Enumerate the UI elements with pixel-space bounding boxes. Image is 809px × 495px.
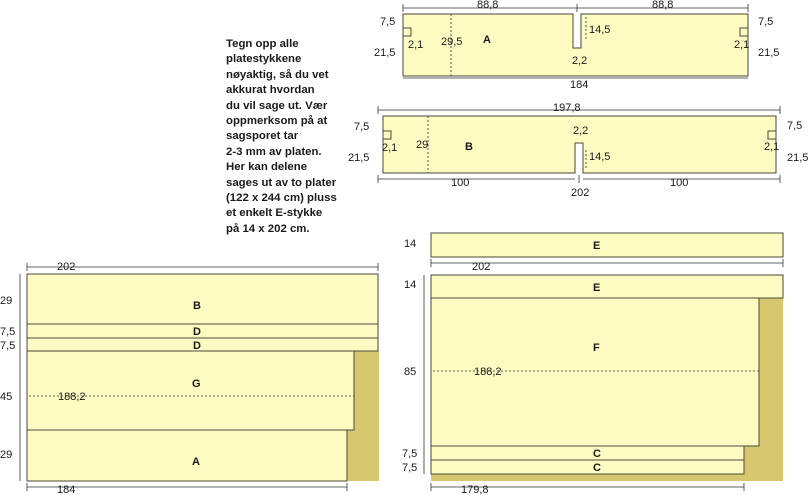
part-b-notch-left <box>382 130 392 140</box>
part-a-width-left: 88,8 <box>477 0 498 11</box>
sheet-1-label-g: G <box>192 378 201 390</box>
extra-strip-label: E <box>593 240 600 252</box>
sheet-2: E F C C 14 85 7,5 7,5 188,2 179,8 <box>402 274 784 495</box>
part-a-notch-right <box>739 27 749 37</box>
sheet-1-height-a: 29 <box>0 449 12 461</box>
part-b-bottom-total: 202 <box>571 187 589 199</box>
part-b-total-width: 197,8 <box>553 102 581 114</box>
extra-strip-height: 14 <box>404 238 416 250</box>
part-a-notch-left <box>402 27 412 37</box>
sheet-2-label-c1: C <box>593 448 601 460</box>
part-b-height-bottom-left: 21,5 <box>348 152 369 164</box>
extra-strip-width: 202 <box>472 261 490 273</box>
part-b-height-bottom-right: 21,5 <box>787 152 808 164</box>
part-a-height-top-left: 7,5 <box>380 16 395 28</box>
part-b-bottom-left: 100 <box>451 177 469 189</box>
sheet-2-width-bottom: 179,8 <box>461 484 489 495</box>
sheet-2-label-e: E <box>593 282 600 294</box>
part-b-height-top-left: 7,5 <box>354 121 369 133</box>
sheet-1-label-b: B <box>193 300 201 312</box>
sheet-1-piece-d2 <box>26 337 379 352</box>
part-a-height-bottom-right: 21,5 <box>758 47 779 59</box>
sheet-1-label-a: A <box>192 456 200 468</box>
part-a-drawing: 88,8 88,8 A 29,5 2,1 2,1 14,5 2,2 7,5 21… <box>374 0 779 91</box>
part-b-slot-width: 2,2 <box>573 125 588 137</box>
instruction-text: Tegn opp alle platestykkene nøyaktig, så… <box>226 38 337 235</box>
sheet-2-label-c2: C <box>593 462 601 474</box>
sheet-2-height-c1: 7,5 <box>402 448 417 460</box>
sheet-1-piece-a <box>26 429 348 482</box>
part-a-width-right: 88,8 <box>652 0 673 11</box>
sheet-1-label-d1: D <box>193 326 201 338</box>
part-a-notch-right-label: 2,1 <box>734 39 749 51</box>
part-b-notch-left-label: 2,1 <box>382 142 397 154</box>
part-b-label: B <box>465 141 473 153</box>
part-a-label: A <box>483 34 491 46</box>
sheet-1-width-top: 202 <box>57 261 75 273</box>
part-b-drawing: 197,8 B 29 2,1 2,1 2,2 14,5 7,5 21,5 7,5… <box>348 102 808 199</box>
part-a-plate <box>402 13 749 77</box>
part-a-slot-width: 2,2 <box>572 55 587 67</box>
sheet-2-piece-c1 <box>430 445 745 461</box>
part-a-total-width: 184 <box>570 79 588 91</box>
sheet-2-piece-e <box>430 274 784 299</box>
sheet-1: 202 B D D G A 29 7,5 7,5 45 29 188,2 184 <box>0 261 379 495</box>
sheet-1-height-d2: 7,5 <box>0 340 15 352</box>
part-b-bottom-right: 100 <box>670 177 688 189</box>
part-b-height-top-right: 7,5 <box>787 120 802 132</box>
sheet-2-piece-f <box>430 297 760 447</box>
sheet-2-f-width: 188,2 <box>474 366 502 378</box>
sheet-1-height-d1: 7,5 <box>0 326 15 338</box>
extra-strip-plate <box>430 232 784 258</box>
sheet-1-g-width: 188,2 <box>58 391 86 403</box>
sheet-1-width-bottom: 184 <box>57 484 75 495</box>
sheet-1-height-b: 29 <box>0 295 12 307</box>
part-a-height-top-right: 7,5 <box>758 16 773 28</box>
part-a-height-bottom-left: 21,5 <box>374 47 395 59</box>
part-a-notch-left-label: 2,1 <box>408 39 423 51</box>
part-b-notch-right-label: 2,1 <box>764 141 779 153</box>
part-b-slot-depth: 14,5 <box>589 151 610 163</box>
sheet-1-piece-g <box>26 350 355 431</box>
sheet-2-piece-c2 <box>430 459 745 475</box>
sheet-2-height-c2: 7,5 <box>402 462 417 474</box>
sheet-2-height-f: 85 <box>404 366 416 378</box>
part-b-notch-right <box>767 130 777 140</box>
part-b-depth: 29 <box>416 139 428 151</box>
part-a-slot-depth: 14,5 <box>589 24 610 36</box>
sheet-1-piece-d1 <box>26 323 379 339</box>
sheet-2-label-f: F <box>593 342 600 354</box>
part-a-depth: 29,5 <box>441 36 462 48</box>
sheet-2-height-e: 14 <box>404 279 416 291</box>
sheet-1-height-g: 45 <box>0 391 12 403</box>
sheet-1-piece-b <box>26 273 379 325</box>
sheet-1-label-d2: D <box>193 340 201 352</box>
extra-strip-e: E 14 202 <box>404 232 784 273</box>
